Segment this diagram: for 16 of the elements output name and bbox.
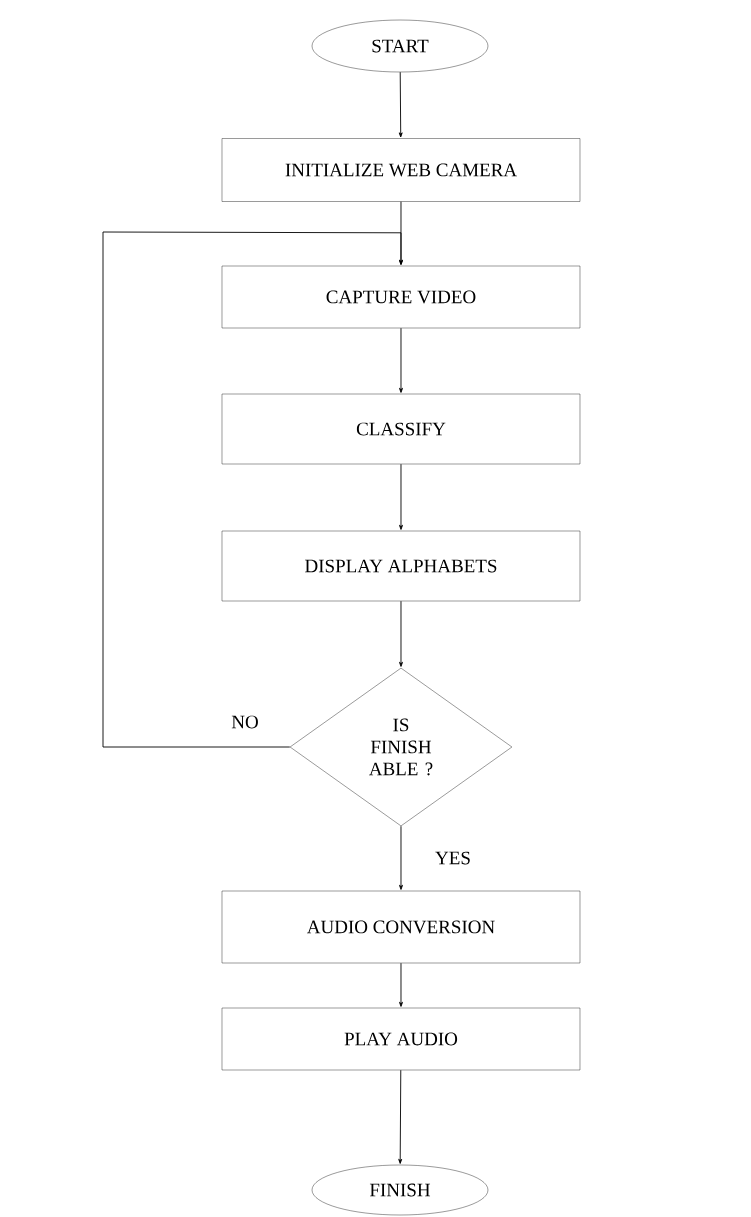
arrow (399, 600, 403, 667)
edge-label: YES (434, 850, 472, 866)
arrow (399, 463, 403, 530)
arrow (399, 962, 403, 1007)
process-box: INITIALIZE WEB CAMERA (221, 138, 581, 202)
arrow (399, 825, 403, 890)
process-box: DISPLAY ALPHABETS (221, 530, 581, 602)
edge-label: NO (230, 714, 260, 730)
process-box: CLASSIFY (221, 393, 581, 465)
arrow (399, 327, 403, 393)
process-box: CAPTURE VIDEO (221, 265, 581, 329)
process-box: AUDIO CONVERSION (221, 890, 581, 964)
process-box: PLAY AUDIO (221, 1007, 581, 1071)
arrow (398, 71, 403, 138)
arrow (102, 231, 403, 748)
arrow (398, 1069, 403, 1164)
